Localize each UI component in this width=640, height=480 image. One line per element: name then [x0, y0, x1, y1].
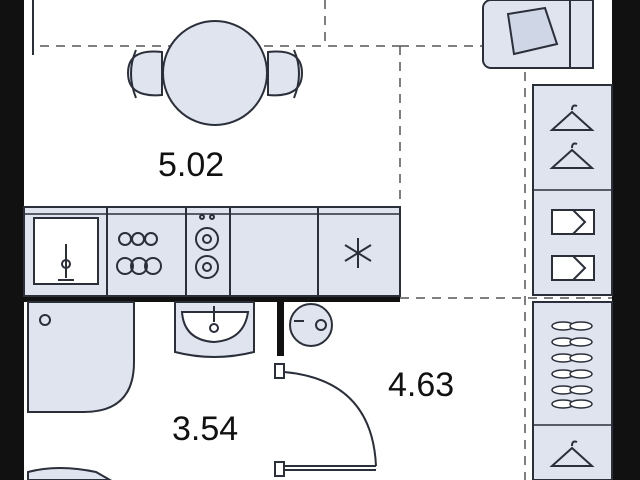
hanger-icon: [549, 104, 595, 131]
hob-icon: [116, 232, 162, 275]
dining-table-icon: [162, 20, 268, 126]
sofa-icon: [482, 0, 594, 69]
fridge-icon: [344, 238, 372, 268]
washing-machine-icon: [289, 303, 333, 347]
dining-set: [126, 20, 304, 126]
chair-icon: [267, 50, 304, 97]
stove-icon: [195, 214, 219, 279]
toilet-icon: [27, 467, 113, 480]
hanger-icon: [549, 440, 595, 467]
washbasin-icon: [174, 301, 255, 358]
snowflake-icon: [344, 238, 372, 268]
room-area-hallway: 4.63: [388, 366, 454, 404]
shirt-icon: [551, 255, 595, 281]
cushion-icon: [506, 6, 559, 56]
shirt-icon: [551, 209, 595, 235]
shoes-icon: [551, 321, 593, 409]
shower-icon: [27, 301, 135, 413]
chair-icon: [126, 50, 163, 97]
wardrobe: [532, 84, 613, 480]
room-area-bathroom: 3.54: [172, 410, 238, 448]
kitchen-counter: [23, 206, 401, 297]
hanger-icon: [549, 142, 595, 169]
door-icon: [274, 363, 377, 477]
sink-icon: [33, 217, 99, 285]
room-area-kitchen: 5.02: [158, 146, 224, 184]
